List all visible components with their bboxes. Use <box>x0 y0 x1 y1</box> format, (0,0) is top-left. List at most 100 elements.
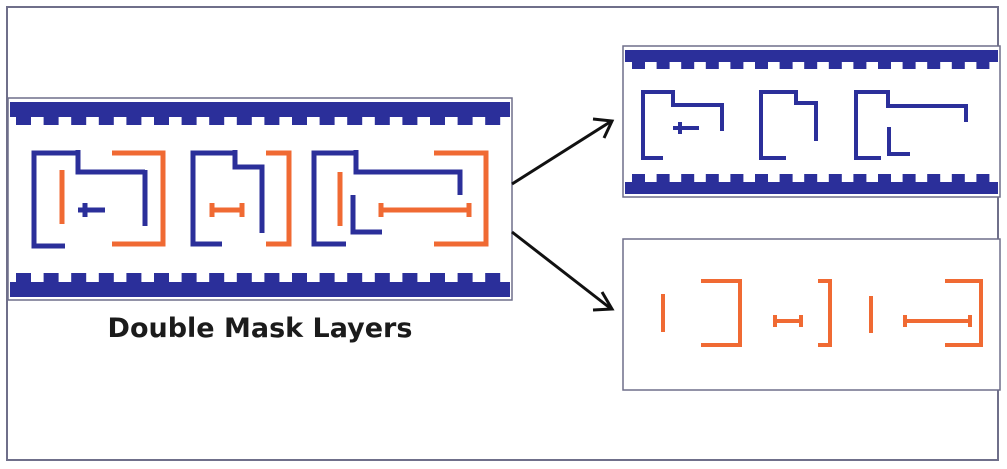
mask-b-lines <box>661 279 983 347</box>
mask-a-lines <box>641 90 968 160</box>
rail-tooth <box>457 273 473 283</box>
rail-tooth <box>71 273 87 283</box>
rail-tooth <box>457 116 473 125</box>
rail-tooth <box>181 116 197 125</box>
rail-tooth <box>705 61 719 69</box>
mask-a-cell1-step <box>671 90 724 131</box>
rail-tooth <box>292 273 307 283</box>
bottom-rail <box>10 282 510 297</box>
rail-tooth <box>236 273 252 283</box>
mask-b-panel-border <box>622 238 1001 391</box>
rail-tooth <box>485 273 501 283</box>
mask-a-panel-border <box>622 45 1001 198</box>
rail-tooth <box>804 61 818 69</box>
rail-tooth <box>927 61 941 69</box>
rail-tooth <box>853 61 867 69</box>
rail-tooth <box>209 116 225 125</box>
rail-tooth <box>126 116 142 125</box>
rail-tooth <box>828 174 842 183</box>
top-rail-teeth <box>16 116 501 125</box>
rail-tooth <box>347 273 363 283</box>
rail-tooth <box>347 116 363 125</box>
rail-tooth <box>976 61 990 69</box>
arrow-to-mask-a-head <box>592 117 615 139</box>
top-rail <box>10 102 510 117</box>
rail-tooth <box>485 116 501 125</box>
cell3-a-step <box>353 150 463 195</box>
mask-a-top-rail-teeth <box>632 61 990 69</box>
rail-tooth <box>976 174 990 183</box>
cell2-a-outer-bracket <box>190 150 235 247</box>
rail-tooth <box>430 273 445 283</box>
rail-tooth <box>755 61 768 69</box>
mask-a-cell3-step <box>886 90 968 122</box>
rail-tooth <box>656 61 670 69</box>
rail-tooth <box>98 116 114 125</box>
mask-a-cell2-bracket <box>759 90 796 160</box>
rail-tooth <box>705 174 719 183</box>
rail-tooth <box>16 116 31 125</box>
rail-tooth <box>154 273 169 283</box>
rail-tooth <box>755 174 768 183</box>
mask-b-cell1-bracket <box>701 279 742 347</box>
rail-tooth <box>878 174 891 183</box>
cell1-a-outer-bracket <box>31 150 78 249</box>
rail-tooth <box>681 174 695 183</box>
rail-tooth <box>632 61 645 69</box>
cell3-b-bracket <box>434 150 489 247</box>
rail-tooth <box>16 273 31 283</box>
rail-tooth <box>927 174 941 183</box>
rail-tooth <box>730 174 744 183</box>
mask-a-panel <box>622 45 1001 198</box>
cell3-a-inner-hook <box>350 195 382 235</box>
rail-tooth <box>951 174 965 183</box>
rail-tooth <box>779 174 793 183</box>
rail-tooth <box>264 273 280 283</box>
rail-tooth <box>319 273 335 283</box>
mask-a-top-rail <box>625 50 998 62</box>
combined-mask-a-shapes <box>10 102 510 297</box>
rail-tooth <box>402 116 418 125</box>
cell1-b-bracket <box>112 150 166 247</box>
mask-a-rails <box>625 50 998 194</box>
mask-b-cell2-bracket <box>818 279 832 347</box>
rail-tooth <box>264 116 280 125</box>
rail-tooth <box>430 116 445 125</box>
rail-tooth <box>43 273 59 283</box>
rail-tooth <box>828 61 842 69</box>
rail-tooth <box>126 273 142 283</box>
rail-tooth <box>154 116 169 125</box>
cell3-a-outer-bracket <box>311 150 356 247</box>
arrow-to-mask-b-head <box>592 291 615 312</box>
combined-mask-b-lines <box>59 150 489 247</box>
combined-mask-a-lines <box>31 150 463 249</box>
combined-layout-panel <box>7 97 513 301</box>
mask-a-cell1-bracket <box>641 90 673 160</box>
mask-a-cell3-bracket <box>854 90 888 160</box>
cell2-b-bracket <box>266 150 292 247</box>
rail-tooth <box>681 61 695 69</box>
mask-a-cell3-hook <box>887 127 910 156</box>
mask-a-bottom-rail <box>625 182 998 194</box>
rail-tooth <box>98 273 114 283</box>
rail-tooth <box>71 116 87 125</box>
rail-tooth <box>656 174 670 183</box>
rail-tooth <box>374 273 390 283</box>
rail-tooth <box>43 116 59 125</box>
mask-b-cell3-bracket <box>945 279 983 347</box>
mask-a-bottom-rail-teeth <box>632 174 990 183</box>
rail-tooth <box>951 61 965 69</box>
cell1-a-step <box>75 150 145 175</box>
rail-tooth <box>730 61 744 69</box>
rail-tooth <box>632 174 645 183</box>
rail-tooth <box>292 116 307 125</box>
mask-b-panel <box>622 238 1001 391</box>
rail-tooth <box>181 273 197 283</box>
bottom-rail-teeth <box>16 273 501 283</box>
cell2-a-step <box>232 150 265 233</box>
rail-tooth <box>236 116 252 125</box>
mask-a-cell2-step <box>794 90 818 141</box>
rail-tooth <box>779 61 793 69</box>
arrow-to-mask-a <box>511 120 611 186</box>
